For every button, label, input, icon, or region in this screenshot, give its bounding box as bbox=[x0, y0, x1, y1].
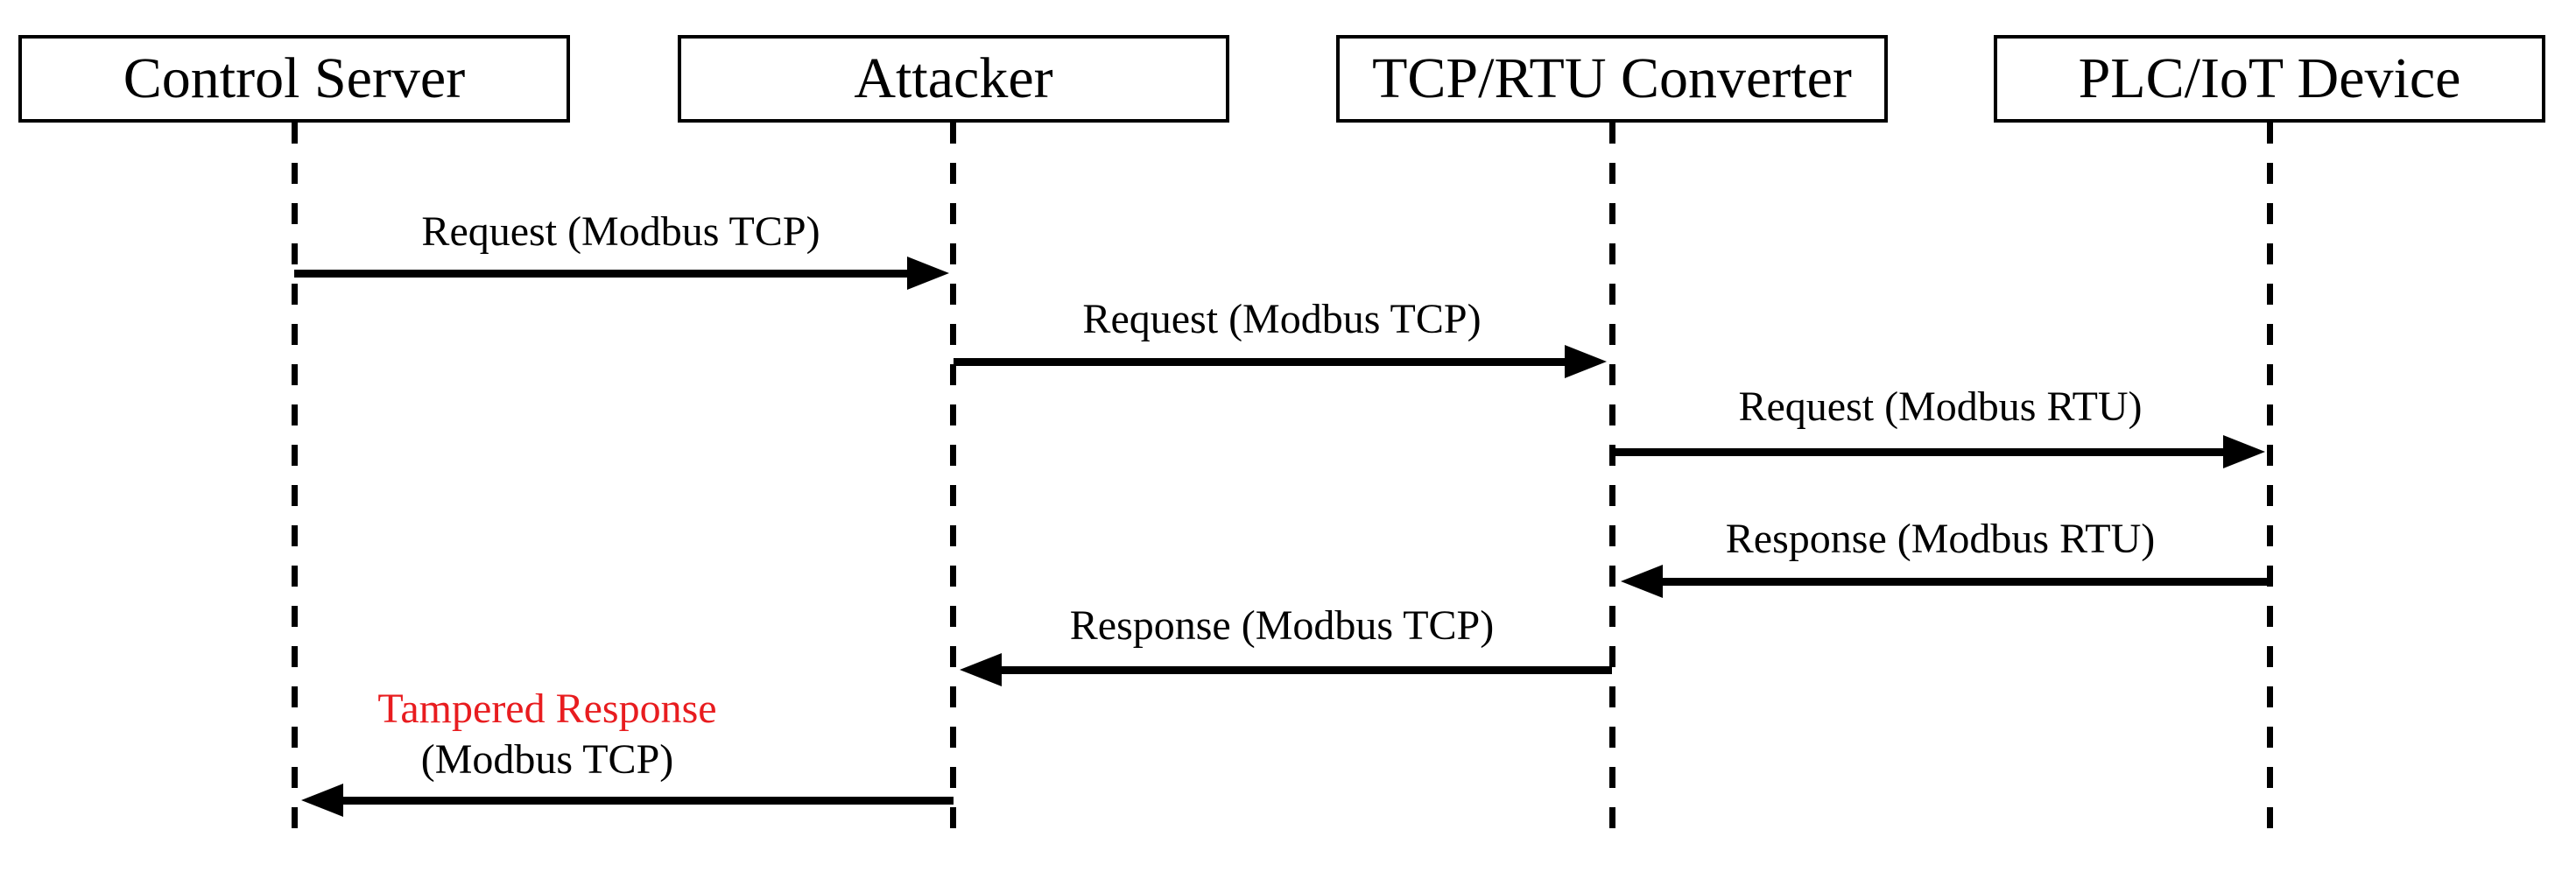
lifeline-control-server bbox=[292, 123, 298, 847]
message-label-request-tcp-1: Request (Modbus TCP) bbox=[421, 208, 820, 255]
message-label-response-rtu: Response (Modbus RTU) bbox=[1725, 516, 2156, 562]
arrowhead-left-icon bbox=[1621, 565, 1663, 598]
message-arrow-shaft-6 bbox=[343, 797, 954, 805]
actor-box-control-server: Control Server bbox=[18, 35, 570, 123]
message-arrow-shaft-2 bbox=[954, 358, 1565, 366]
arrowhead-right-icon bbox=[2223, 435, 2265, 468]
arrowhead-right-icon bbox=[1565, 345, 1607, 378]
message-label-response-tcp: Response (Modbus TCP) bbox=[1069, 602, 1495, 649]
lifeline-plc-iot-device bbox=[2267, 123, 2273, 847]
lifeline-tcp-rtu-converter bbox=[1609, 123, 1615, 847]
message-label-tampered-response: Tampered Response (Modbus TCP) bbox=[153, 684, 941, 785]
arrowhead-left-icon bbox=[301, 784, 343, 817]
message-label-request-tcp-2: Request (Modbus TCP) bbox=[1082, 296, 1482, 342]
message-label-request-rtu: Request (Modbus RTU) bbox=[1738, 383, 2143, 430]
message-arrow-shaft-3 bbox=[1612, 448, 2223, 456]
actor-box-tcp-rtu-converter: TCP/RTU Converter bbox=[1336, 35, 1888, 123]
lifeline-attacker bbox=[950, 123, 956, 847]
actor-box-attacker: Attacker bbox=[678, 35, 1229, 123]
message-arrow-shaft-4 bbox=[1663, 578, 2270, 586]
arrowhead-left-icon bbox=[960, 653, 1002, 686]
arrowhead-right-icon bbox=[907, 257, 949, 290]
tampered-response-protocol-text: (Modbus TCP) bbox=[420, 736, 674, 783]
actor-box-plc-iot-device: PLC/IoT Device bbox=[1994, 35, 2545, 123]
message-arrow-shaft-1 bbox=[294, 270, 909, 278]
message-arrow-shaft-5 bbox=[1002, 666, 1612, 674]
tampered-response-text: Tampered Response bbox=[377, 686, 717, 732]
